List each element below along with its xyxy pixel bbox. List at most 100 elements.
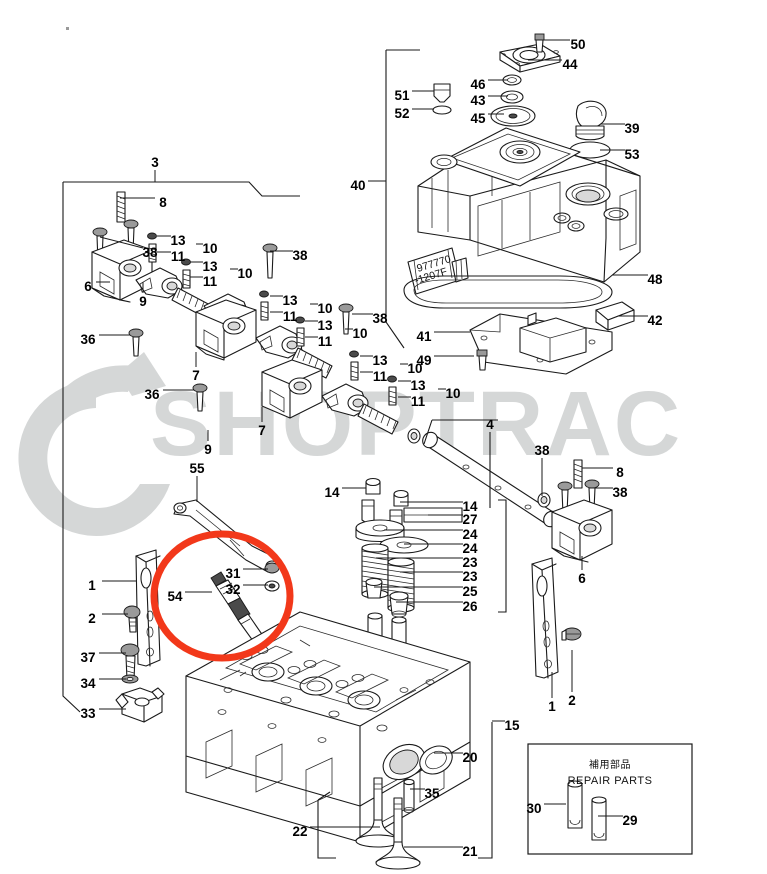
rocker-bracket-7-a (195, 299, 257, 361)
callout-number-13: 13 (372, 353, 388, 368)
bracket-1-right (531, 557, 559, 679)
callout-number-11: 11 (373, 369, 388, 384)
callout-number-41: 41 (416, 329, 432, 344)
callout-number-8: 8 (616, 465, 624, 480)
spring-8-right (573, 459, 583, 489)
bolt-36-a (128, 328, 144, 357)
seat-25 (365, 577, 383, 599)
callout-number-10: 10 (445, 386, 460, 401)
callout-number-38: 38 (292, 248, 308, 263)
locknut-11-f (388, 386, 397, 406)
speck-mark (66, 27, 69, 30)
gasket-48 (403, 275, 613, 309)
seat-26 (389, 591, 409, 618)
callout-number-7: 7 (192, 368, 200, 383)
callout-number-38: 38 (534, 443, 550, 458)
callout-number-43: 43 (470, 93, 486, 108)
bolt-49 (476, 349, 488, 371)
callout-number-50: 50 (570, 37, 585, 52)
shaft-end-washer (537, 492, 551, 508)
repair-part-30 (567, 780, 583, 829)
callout-number-31: 31 (225, 566, 241, 581)
svg-text:REPAIR PARTS: REPAIR PARTS (568, 775, 653, 787)
svg-text:補用部品: 補用部品 (589, 758, 631, 771)
callout-number-44: 44 (562, 57, 578, 72)
callout-number-23: 23 (462, 555, 478, 570)
callout-number-8: 8 (159, 195, 167, 210)
callout-number-15: 15 (504, 718, 520, 733)
callout-number-11: 11 (318, 334, 333, 349)
callout-number-21: 21 (462, 844, 478, 859)
coil-spring-c (357, 403, 399, 435)
washer-shaft-end (407, 428, 421, 444)
callout-number-13: 13 (202, 259, 218, 274)
repair-parts-box (527, 743, 693, 855)
cap-14-b (393, 489, 409, 507)
callout-number-38: 38 (142, 245, 158, 260)
callout-number-54: 54 (167, 589, 183, 604)
watermark-logo-swoosh (18, 352, 170, 536)
diaphragm-45 (490, 105, 536, 127)
callout-number-23: 23 (462, 569, 478, 584)
bolt-2-left (123, 605, 141, 633)
rocker-bracket-6-right (537, 459, 613, 563)
rocker-arm-9-c (255, 325, 303, 359)
dowel-35 (403, 778, 415, 814)
callout-number-36: 36 (144, 387, 160, 402)
callout-number-30: 30 (526, 801, 541, 816)
locknut-11-d (296, 327, 305, 347)
cylinder-head-15 (185, 611, 471, 843)
rocker-bracket-6 (91, 239, 153, 303)
callout-number-2: 2 (88, 611, 96, 626)
callout-number-53: 53 (624, 147, 640, 162)
callout-number-42: 42 (647, 313, 662, 328)
bolt-2-right (561, 627, 582, 641)
repair-part-29 (591, 796, 607, 841)
callout-number-40: 40 (350, 178, 365, 193)
bolt-36-b (192, 383, 208, 412)
callout-number-39: 39 (624, 121, 639, 136)
callout-number-13: 13 (317, 318, 333, 333)
callout-number-6: 6 (578, 571, 586, 586)
rocker-bracket-7-b (261, 359, 323, 419)
callout-number-32: 32 (225, 582, 240, 597)
cap-51 (433, 83, 451, 103)
callout-number-29: 29 (622, 813, 637, 828)
callout-number-24: 24 (462, 527, 478, 542)
locknut-11-c (260, 301, 269, 321)
callout-number-6: 6 (84, 279, 92, 294)
callout-number-24: 24 (462, 541, 478, 556)
adjust-screw-13-a (147, 232, 157, 240)
adjust-screw-13-d (295, 316, 305, 324)
callout-number-14: 14 (324, 485, 340, 500)
clamp-33 (115, 687, 165, 723)
red-highlight-ellipse (150, 530, 294, 662)
adjust-screw-13-e (349, 350, 359, 358)
callout-number-11: 11 (283, 309, 298, 324)
locknut-11-b (182, 269, 191, 289)
callout-number-33: 33 (80, 706, 96, 721)
callout-number-13: 13 (410, 378, 426, 393)
bolt-38-c (262, 243, 278, 279)
callout-number-14: 14 (462, 499, 478, 514)
callout-number-35: 35 (424, 786, 440, 801)
group-bracket-15 (478, 722, 493, 859)
callout-number-4: 4 (486, 417, 494, 432)
valve-22 (355, 777, 401, 848)
locknut-11-e (350, 361, 359, 381)
callout-number-48: 48 (647, 272, 663, 287)
callout-number-36: 36 (80, 332, 96, 347)
ring-43 (500, 90, 524, 104)
rocker-arm-9-d (321, 383, 369, 417)
callout-number-11: 11 (411, 394, 426, 409)
callout-number-51: 51 (394, 88, 410, 103)
callout-number-34: 34 (80, 676, 96, 691)
oring-52 (432, 105, 452, 115)
callout-number-38: 38 (372, 311, 388, 326)
callout-number-26: 26 (462, 599, 478, 614)
block-42 (595, 301, 635, 331)
callout-number-7: 7 (258, 423, 266, 438)
bolt-38-d (338, 303, 354, 335)
